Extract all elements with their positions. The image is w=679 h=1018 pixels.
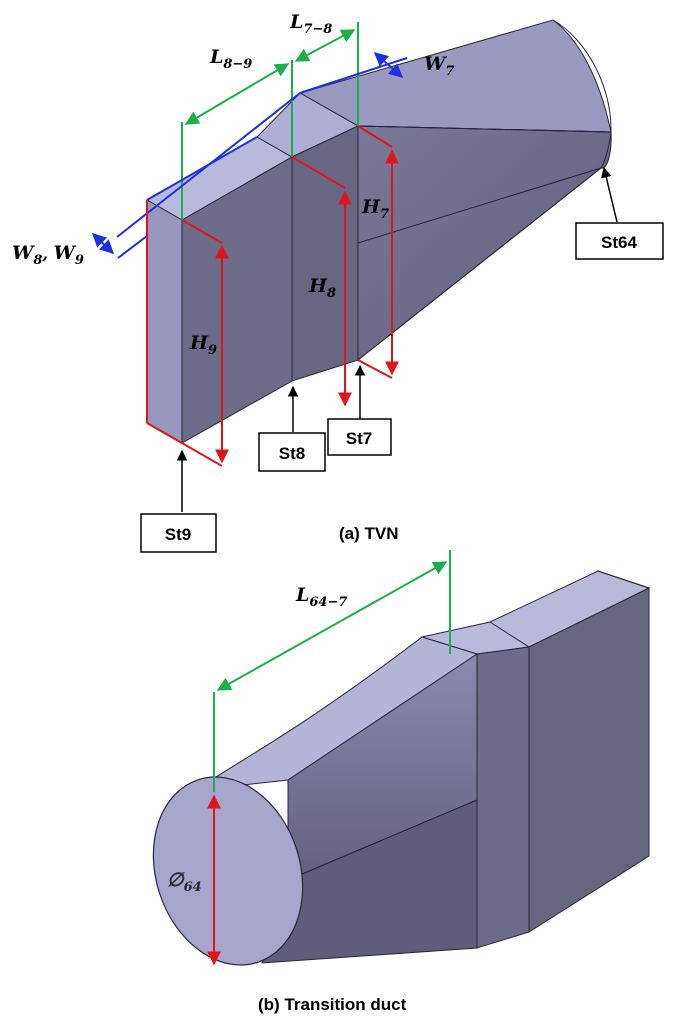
duct-dim-arrow-L647 bbox=[216, 561, 448, 691]
tvn-station-st9: St9 bbox=[140, 449, 217, 553]
tvn-label-H7: H7 bbox=[361, 196, 389, 222]
tvn-dim-arrow-L78 bbox=[294, 29, 356, 62]
transition-duct-figure: L64−7 ∅64 (b) Transition duct bbox=[152, 550, 651, 1014]
duct-circular-end-face bbox=[152, 776, 304, 966]
tvn-width-line-bottom2 bbox=[146, 136, 258, 201]
station-label-st64: St64 bbox=[601, 233, 637, 252]
tvn-station-st64: St64 bbox=[575, 166, 664, 260]
tvn-width-line-bottom bbox=[117, 235, 148, 259]
station-box-st64 bbox=[575, 222, 664, 260]
station-label-st8: St8 bbox=[279, 444, 305, 463]
duct-box-front-face-b bbox=[528, 587, 650, 933]
tvn-label-H8: H8 bbox=[308, 275, 336, 301]
tvn-label-L78: L7−8 bbox=[289, 11, 332, 37]
station-box-st7 bbox=[327, 418, 392, 456]
tvn-figure: L7−8 L8−9 W7 W8, W9 H7 H8 H9 St64 St7 bbox=[12, 11, 664, 553]
duct-box-edge-mid bbox=[489, 621, 530, 648]
tvn-dim-arrow-L89 bbox=[184, 63, 290, 125]
tvn-label-W8-W9: W8, W9 bbox=[12, 242, 84, 268]
tvn-cone-crease-top bbox=[357, 125, 612, 133]
tvn-front-face-st8-st7 bbox=[291, 125, 359, 382]
tvn-label-H9: H9 bbox=[189, 332, 217, 358]
tvn-cone-section bbox=[298, 19, 612, 362]
tvn-height-dimensions bbox=[146, 125, 399, 467]
tvn-red-top-st8 bbox=[291, 156, 346, 189]
tvn-red-top-st7 bbox=[357, 125, 393, 148]
tvn-end-face-st9 bbox=[146, 199, 183, 444]
tvn-box-section bbox=[145, 92, 360, 444]
tvn-width-dimensions bbox=[91, 52, 408, 259]
tvn-station-st8: St8 bbox=[258, 385, 326, 472]
tvn-red-bottom-st7 bbox=[357, 359, 393, 379]
tvn-cone-side-face bbox=[357, 125, 612, 362]
duct-label-L647: L64−7 bbox=[295, 584, 347, 610]
tvn-caption: (a) TVN bbox=[339, 524, 399, 543]
tvn-label-W7: W7 bbox=[424, 53, 454, 79]
station-box-st9 bbox=[140, 513, 217, 553]
tvn-dim-arrow-W7 bbox=[373, 52, 404, 78]
station-label-st7: St7 bbox=[346, 429, 372, 448]
tvn-station-st7: St7 bbox=[327, 364, 392, 456]
tvn-dim-arrow-W89 bbox=[91, 233, 115, 254]
transition-caption: (b) Transition duct bbox=[258, 995, 407, 1014]
tvn-label-L89: L8−9 bbox=[209, 46, 252, 72]
station-label-st9: St9 bbox=[165, 525, 191, 544]
station-box-st8 bbox=[258, 432, 326, 472]
tvn-red-bottom-st8 bbox=[292, 381, 345, 410]
duct-box-edge-mid2 bbox=[597, 570, 650, 589]
leader-st64 bbox=[601, 166, 618, 223]
tvn-red-bottom-st9 bbox=[146, 422, 223, 467]
tvn-cone-top-face bbox=[298, 19, 612, 133]
duct-label-D64: ∅64 bbox=[167, 869, 202, 895]
duct-box-front-face-a bbox=[476, 646, 530, 949]
tvn-red-top-st9 bbox=[181, 219, 223, 244]
